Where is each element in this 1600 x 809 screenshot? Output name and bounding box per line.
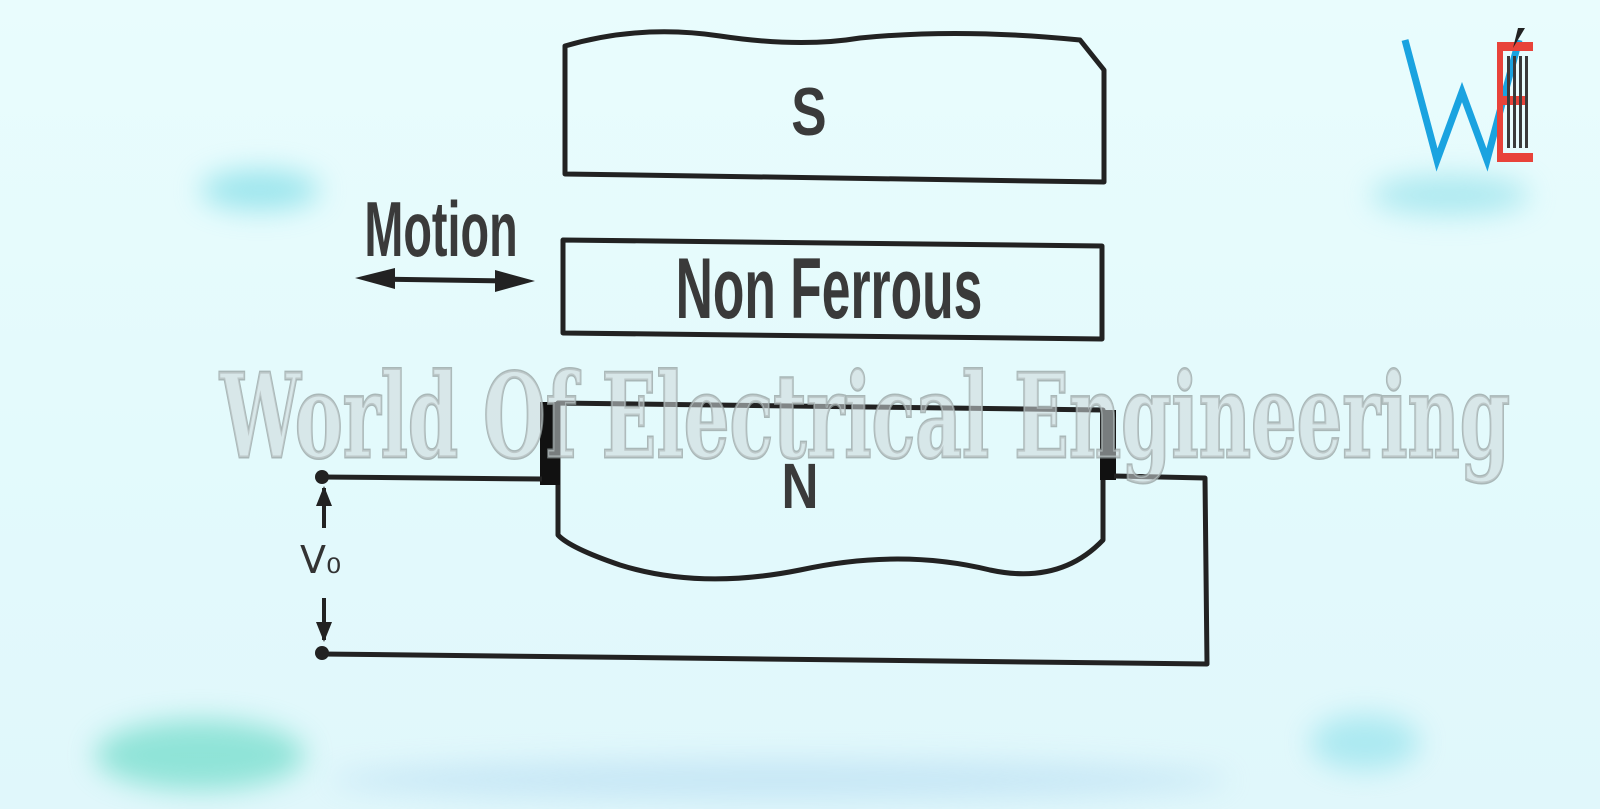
logo-e-letter: [1503, 153, 1533, 162]
terminal-bottom: [315, 646, 329, 660]
non-ferrous-conductor: [560, 237, 1105, 342]
logo-accent-mark: [1513, 28, 1525, 48]
circuit-wire: [321, 473, 1210, 667]
terminal-top: [315, 470, 329, 484]
voltage-arrow-up-head: [316, 486, 332, 506]
right-electrode: [1100, 410, 1116, 480]
background-smudge: [95, 720, 305, 790]
we-logo: [1401, 28, 1533, 172]
conductor-label: Non Ferrous: [676, 242, 983, 338]
watermark-text: World Of Electrical Engineering: [219, 349, 1510, 485]
voltage-arrow-down-head: [316, 622, 332, 642]
north-pole-label: N: [782, 452, 819, 523]
motion-arrow-right-head: [495, 270, 535, 292]
background-smudge: [200, 170, 320, 210]
logo-e-letter: [1497, 42, 1503, 162]
south-pole-label: S: [791, 74, 826, 150]
voltage-label: V₀: [300, 538, 341, 582]
motion-arrow-left-head: [355, 268, 395, 289]
background-smudge: [1370, 175, 1530, 215]
logo-stripes: [1507, 56, 1528, 148]
background-smudge: [330, 760, 1230, 800]
south-pole-block: [562, 29, 1107, 185]
background-smudge: [1310, 715, 1420, 770]
left-electrode: [540, 402, 560, 485]
logo-e-letter: [1503, 42, 1533, 51]
motion-label: Motion: [364, 186, 517, 273]
north-pole-block: [555, 400, 1106, 582]
